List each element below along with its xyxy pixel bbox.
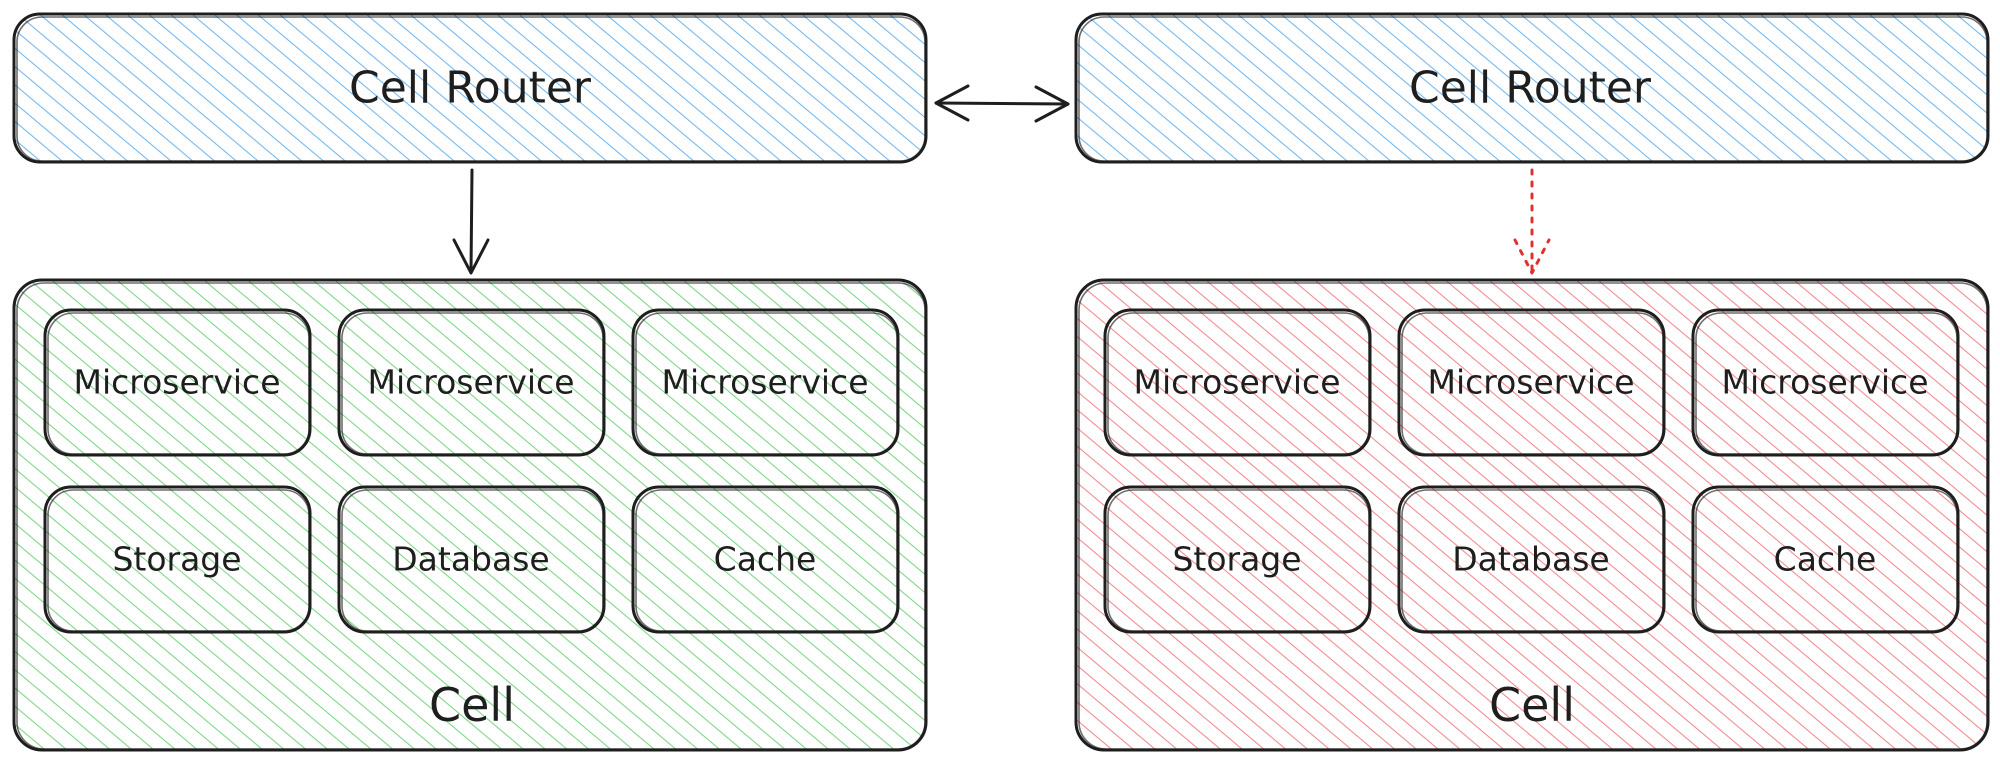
database-box: Database [337, 485, 606, 634]
cache-label: Cache [1774, 540, 1877, 579]
bidirectional-arrow [934, 84, 1070, 123]
database-label: Database [1452, 540, 1609, 579]
storage-label: Storage [112, 540, 241, 579]
microservice-box: Microservice [1691, 308, 1960, 457]
cell-left-label: Cell [429, 678, 515, 732]
microservice-box: Microservice [1397, 308, 1666, 457]
cell-right-label: Cell [1489, 678, 1575, 732]
database-box: Database [1397, 485, 1666, 634]
dotted-arrow-router-to-cell-right [1513, 168, 1551, 275]
microservice-box: Microservice [337, 308, 606, 457]
storage-label: Storage [1172, 540, 1301, 579]
router-left-label: Cell Router [349, 63, 592, 114]
cache-label: Cache [714, 540, 817, 579]
microservice-label: Microservice [1133, 363, 1340, 402]
storage-box: Storage [1103, 485, 1372, 634]
database-label: Database [392, 540, 549, 579]
microservice-box: Microservice [631, 308, 900, 457]
arrow-router-to-cell-left [452, 168, 490, 275]
storage-box: Storage [43, 485, 312, 634]
microservice-label: Microservice [1427, 363, 1634, 402]
cache-box: Cache [1691, 485, 1960, 634]
router-right: Cell Router [1074, 12, 1990, 164]
cache-box: Cache [631, 485, 900, 634]
microservice-label: Microservice [1721, 363, 1928, 402]
microservice-label: Microservice [661, 363, 868, 402]
cell-left: Microservice Microservice Microservice S… [12, 278, 928, 752]
microservice-label: Microservice [73, 363, 280, 402]
router-right-label: Cell Router [1409, 63, 1652, 114]
microservice-box: Microservice [43, 308, 312, 457]
router-left: Cell Router [12, 12, 928, 164]
microservice-box: Microservice [1103, 308, 1372, 457]
cell-right: Microservice Microservice Microservice S… [1074, 278, 1990, 752]
microservice-label: Microservice [367, 363, 574, 402]
